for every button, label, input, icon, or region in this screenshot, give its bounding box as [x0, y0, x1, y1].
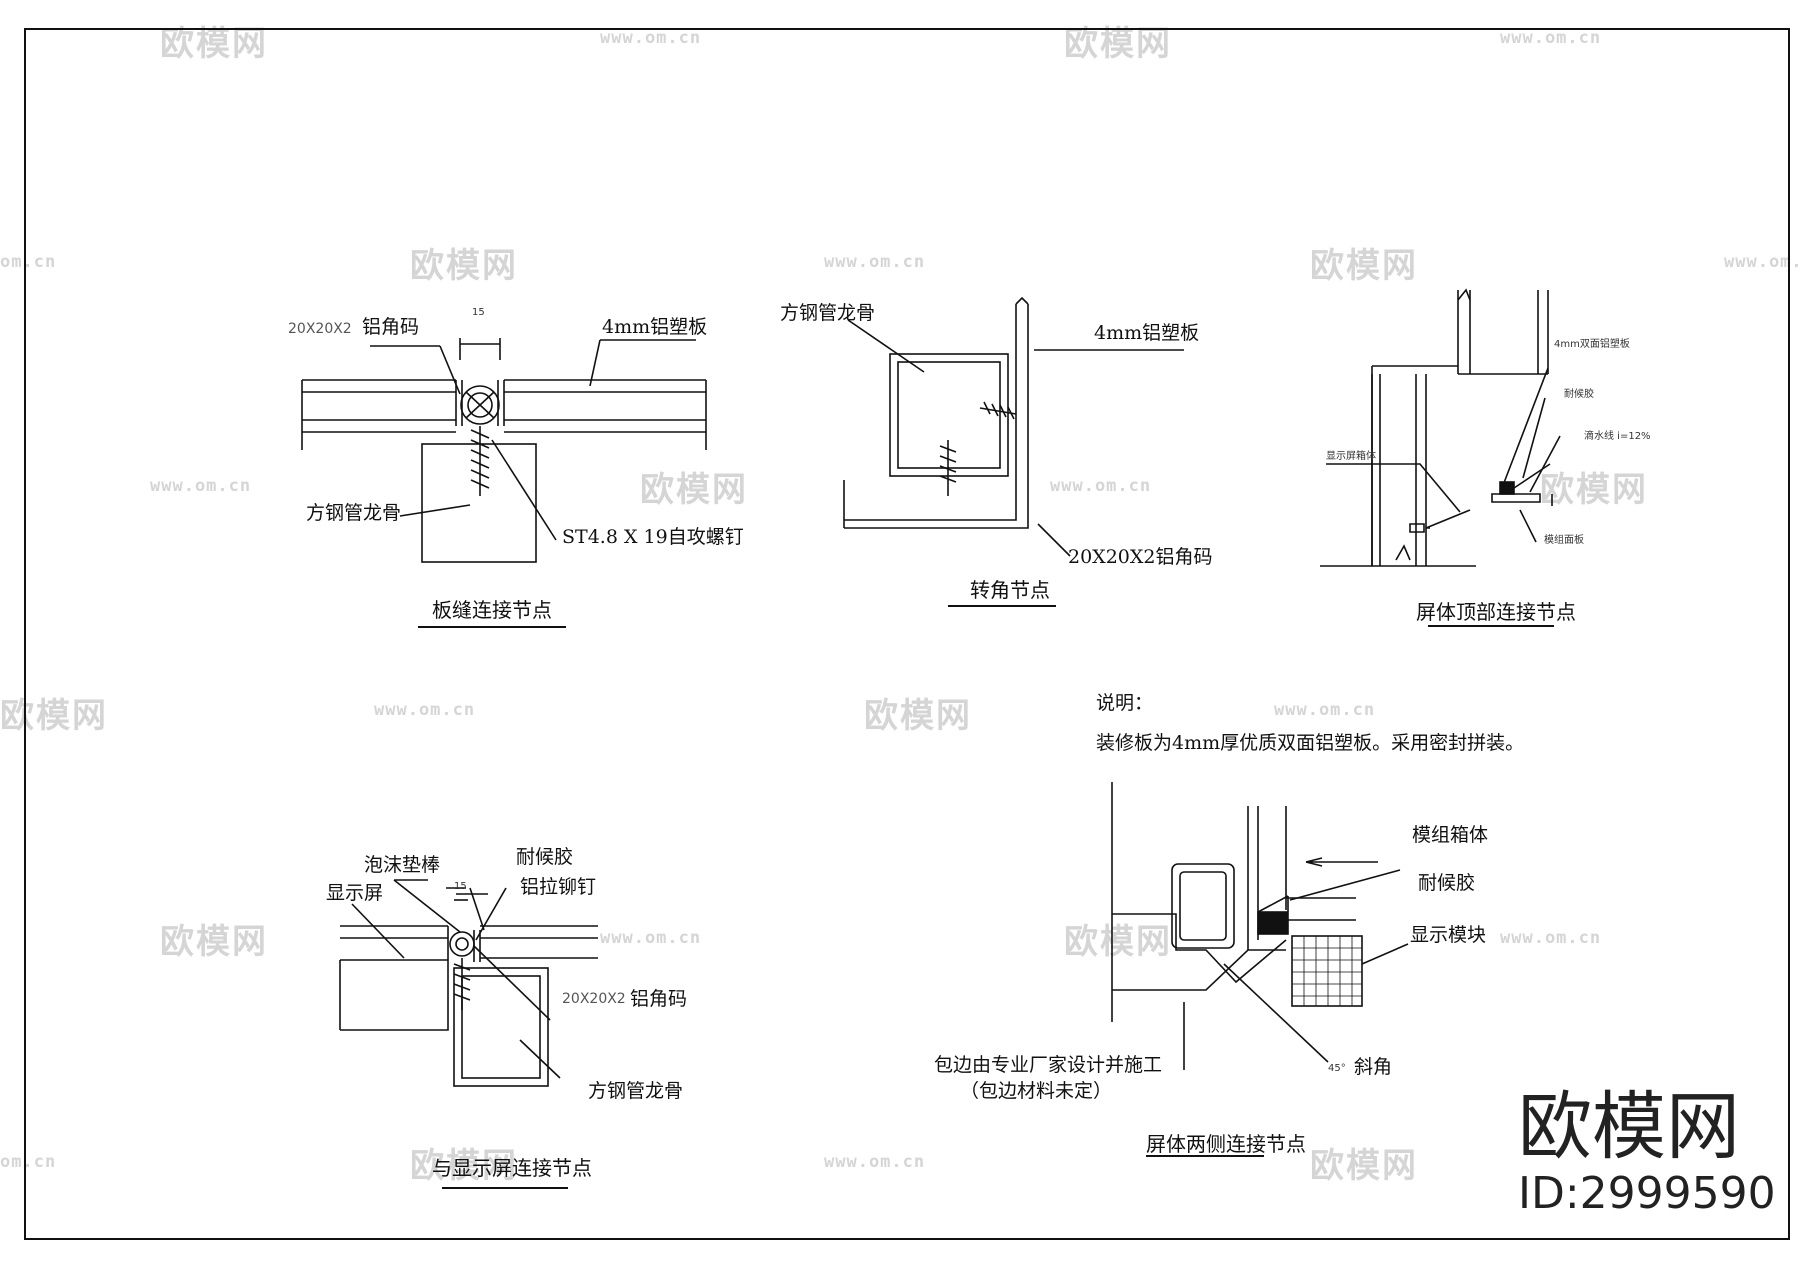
watermark-url: www.om.cn [824, 252, 926, 272]
foam-rod-label: 泡沫垫棒 [364, 854, 441, 876]
gap-dim: 15 [472, 307, 485, 318]
drip-line-label: 滴水线 i=12% [1584, 431, 1651, 442]
brand-logo-text: 欧模网 [1518, 1084, 1740, 1170]
bevel-label: 斜角 [1354, 1056, 1393, 1078]
rivet-label: 铝拉铆钉 [520, 876, 597, 898]
corner-drawing [843, 296, 1184, 607]
angle-code-dim: 20X20X2 [562, 991, 626, 1007]
angle-code-label: 铝角码 [362, 316, 420, 338]
watermark-logo: 欧模网 [160, 24, 268, 64]
bevel-dim: 45° [1328, 1063, 1346, 1074]
keel-label: 方钢管龙骨 [306, 502, 402, 524]
notes-text: 装修板为4mm厚优质双面铝塑板。采用密封拼装。 [1096, 732, 1525, 754]
gap-dim: 15 [454, 881, 467, 892]
watermark-logo: 欧模网 [160, 922, 268, 962]
watermark-logo: 欧模网 [640, 470, 748, 510]
angle-code-dim: 20X20X2 [288, 321, 352, 337]
watermark-url: om.cn [0, 252, 57, 272]
watermark-logo: 欧模网 [0, 696, 108, 736]
module-panel-label: 模组面板 [1544, 535, 1584, 546]
display-joint-title: 与显示屏连接节点 [432, 1156, 592, 1180]
panel-label: 4mm铝塑板 [602, 316, 708, 338]
watermark-logo: 欧模网 [864, 696, 972, 736]
watermark-url: www.om.cn [374, 700, 476, 720]
watermark-logo: 欧模网 [1310, 246, 1418, 286]
screen-top-title: 屏体顶部连接节点 [1416, 600, 1576, 624]
screen-top-drawing [1320, 288, 1561, 627]
angle-code-label: 20X20X2铝角码 [1068, 546, 1213, 568]
edging-line1: 包边由专业厂家设计并施工 [934, 1054, 1163, 1076]
watermark-url: www.om.cn [150, 476, 252, 496]
display-joint-drawing [339, 879, 598, 1189]
watermark-url: www.om.cn [1724, 252, 1800, 272]
watermark-url: www.om.cn [1500, 928, 1602, 948]
edging-line2: （包边材料未定） [960, 1080, 1113, 1102]
watermark-logo: 欧模网 [1064, 922, 1172, 962]
keel-label: 方钢管龙骨 [780, 302, 876, 324]
watermark-url: om.cn [0, 1152, 57, 1172]
drawing-frame [24, 28, 1790, 1240]
notes-heading: 说明： [1096, 692, 1154, 714]
watermark-url: www.om.cn [1050, 476, 1152, 496]
watermark-logo: 欧模网 [1540, 470, 1648, 510]
sealant-label: 耐候胶 [516, 846, 574, 868]
sealant-label: 耐候胶 [1564, 389, 1594, 400]
watermark-logo: 欧模网 [1310, 1146, 1418, 1186]
watermark-url: www.om.cn [600, 28, 702, 48]
screw-label: ST4.8 X 19自攻螺钉 [562, 526, 744, 548]
watermark-url: www.om.cn [1500, 28, 1602, 48]
watermark-logo: 欧模网 [410, 1146, 518, 1186]
angle-code-label: 铝角码 [630, 988, 688, 1010]
watermark-url: www.om.cn [1274, 700, 1376, 720]
panel-label: 4mm铝塑板 [1094, 322, 1200, 344]
corner-title: 转角节点 [970, 578, 1050, 602]
panel-seam-drawing [301, 338, 707, 563]
screen-sides-drawing [1111, 782, 1409, 1157]
brand-id: ID:2999590 [1518, 1168, 1776, 1219]
watermark-url: www.om.cn [824, 1152, 926, 1172]
watermark-logo: 欧模网 [410, 246, 518, 286]
keel-label: 方钢管龙骨 [588, 1080, 684, 1102]
watermark-logo: 欧模网 [1064, 24, 1172, 64]
display-module-label: 显示模块 [1410, 924, 1487, 946]
watermark-url: www.om.cn [600, 928, 702, 948]
screen-label: 显示屏 [326, 882, 384, 904]
screen-sides-title: 屏体两侧连接节点 [1146, 1132, 1306, 1156]
sealant-label: 耐候胶 [1418, 872, 1476, 894]
panel-label: 4mm双面铝塑板 [1554, 339, 1630, 350]
panel-seam-title: 板缝连接节点 [418, 600, 566, 628]
box-label: 显示屏箱体 [1326, 451, 1376, 462]
module-box-label: 模组箱体 [1412, 824, 1489, 846]
